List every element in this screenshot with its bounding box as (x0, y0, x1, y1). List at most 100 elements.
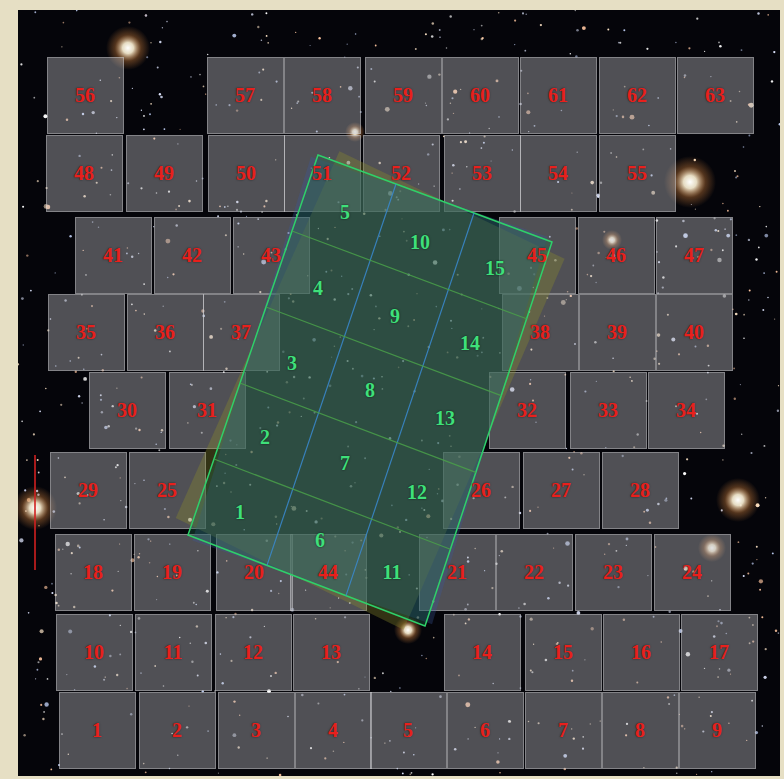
star (607, 29, 609, 31)
star (686, 458, 688, 460)
star (39, 410, 41, 412)
mosaic-tile: 55 (599, 135, 676, 212)
star (78, 395, 80, 397)
star (774, 318, 775, 319)
star (429, 469, 430, 470)
star (45, 388, 47, 390)
star (432, 22, 435, 25)
star (308, 376, 310, 378)
mosaic-tile: 22 (496, 534, 573, 611)
grid-line (346, 213, 474, 596)
tile-number: 29 (78, 479, 98, 502)
star (223, 482, 225, 484)
mosaic-tile: 13 (293, 614, 370, 691)
mosaic-tile: 41 (75, 217, 152, 294)
star (292, 506, 297, 511)
star (363, 213, 366, 216)
field-number: 14 (460, 332, 480, 355)
star (582, 26, 586, 30)
grid-line (267, 184, 396, 565)
star (18, 363, 19, 365)
star (411, 772, 413, 774)
star (413, 390, 415, 392)
mosaic-tile: 40 (656, 294, 733, 371)
tile-number: 37 (231, 321, 251, 344)
star (22, 206, 24, 208)
mosaic-tile: 16 (603, 614, 680, 691)
star (763, 272, 765, 274)
star (499, 772, 501, 774)
star (446, 47, 448, 49)
tile-number: 52 (391, 162, 411, 185)
star (439, 37, 440, 38)
star (266, 35, 268, 37)
field-number: 6 (315, 529, 325, 552)
tile-number: 38 (530, 321, 550, 344)
star (399, 531, 401, 533)
field-number: 4 (313, 277, 323, 300)
star (740, 384, 741, 385)
star (51, 583, 53, 585)
star (207, 54, 208, 55)
star (286, 381, 288, 383)
mosaic-tile: 4 (295, 692, 372, 769)
tile-number: 48 (74, 162, 94, 185)
field-number: 7 (340, 452, 350, 475)
star (179, 129, 180, 130)
star (481, 25, 483, 27)
star (421, 655, 422, 656)
mosaic-tile: 59 (365, 57, 442, 134)
star (250, 451, 252, 453)
star (477, 355, 479, 357)
star (47, 678, 49, 680)
star (748, 239, 750, 241)
star (331, 270, 333, 272)
tile-number: 22 (524, 561, 544, 584)
star (767, 297, 768, 298)
star (76, 10, 78, 11)
star (423, 509, 425, 511)
star (766, 226, 768, 228)
tile-number: 44 (318, 561, 338, 584)
mosaic-tile: 32 (489, 372, 566, 449)
tile-number: 27 (551, 479, 571, 502)
star (398, 367, 400, 369)
tile-number: 12 (243, 641, 263, 664)
star (382, 388, 384, 390)
star (327, 238, 329, 240)
star (331, 357, 332, 358)
star (735, 177, 737, 179)
mosaic-tile: 28 (602, 452, 679, 529)
star (618, 42, 620, 44)
star (719, 45, 722, 48)
mosaic-tile: 18 (55, 534, 132, 611)
star (293, 376, 295, 378)
star (370, 294, 373, 297)
star (402, 772, 404, 774)
mosaic-tile: 2 (139, 692, 216, 769)
star (301, 416, 302, 417)
tile-number: 4 (328, 719, 338, 742)
star (339, 336, 341, 338)
star (646, 48, 648, 50)
star (347, 293, 349, 295)
star (756, 559, 757, 560)
star (267, 407, 269, 409)
field-number: 3 (287, 352, 297, 375)
bright-star (716, 478, 760, 522)
tile-number: 25 (157, 479, 177, 502)
star (676, 773, 677, 774)
star (325, 271, 327, 273)
star (425, 33, 427, 35)
star (447, 352, 449, 354)
field-number: 15 (485, 257, 505, 280)
star (145, 14, 147, 16)
star (61, 46, 62, 47)
tile-number: 17 (709, 641, 729, 664)
tile-number: 31 (197, 399, 217, 422)
tile-number: 11 (164, 641, 183, 664)
star (718, 41, 720, 43)
star (218, 772, 219, 773)
bright-star (394, 616, 422, 644)
star (421, 440, 423, 442)
